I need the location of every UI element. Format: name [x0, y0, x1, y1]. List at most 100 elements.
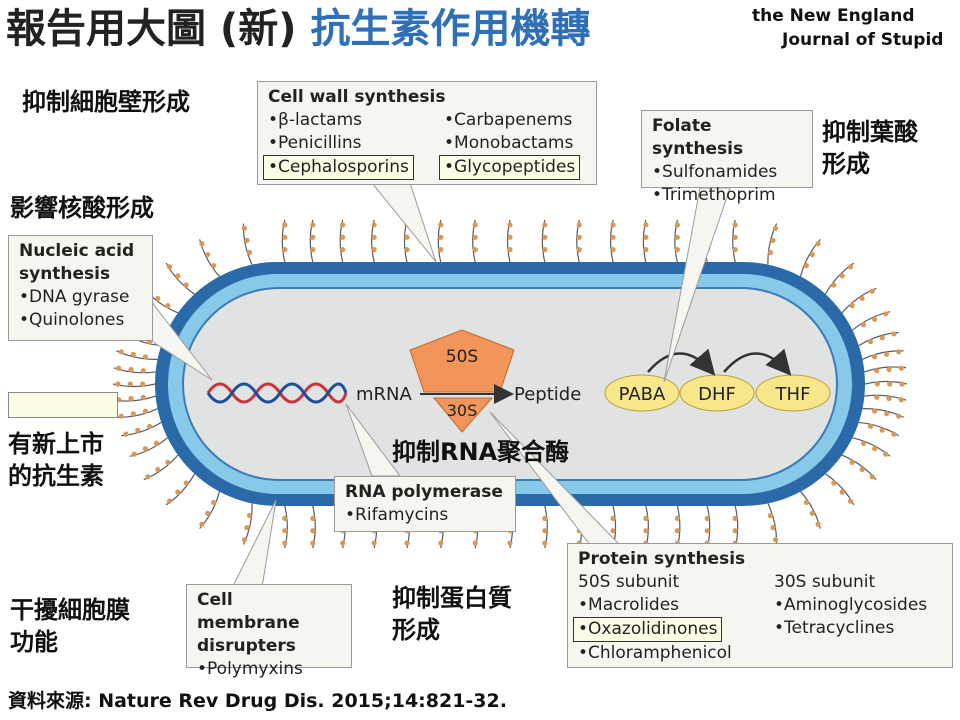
pilus-bead — [166, 264, 173, 270]
rna-polymerase-box: RNA polymerase Rifamycins — [334, 476, 516, 532]
highlighted-item: Glycopeptides — [439, 155, 581, 180]
label-protein-inhibition: 抑制蛋白質 形成 — [392, 582, 512, 646]
pilus-bead — [542, 222, 548, 228]
list-item: Carbapenems — [444, 109, 580, 132]
label-protein-line2: 形成 — [392, 616, 440, 644]
pilus-bead — [118, 413, 124, 419]
pilus-bead — [886, 395, 892, 402]
pilus-bead — [146, 423, 153, 429]
pilus-bead — [115, 381, 121, 387]
pilus-bead — [246, 512, 253, 519]
pilus-bead — [282, 515, 288, 521]
pilus-bead — [770, 237, 776, 243]
pilus-bead — [871, 354, 878, 360]
pilus-bead — [472, 540, 478, 546]
pilus-bead — [282, 234, 288, 240]
pilus-bead — [183, 480, 189, 486]
pilus-bead — [135, 427, 141, 433]
cell-wall-synthesis-box: Cell wall synthesis β-lactams Penicillin… — [257, 81, 597, 185]
pilus-bead — [847, 498, 854, 504]
pilus-bead — [884, 411, 890, 417]
pilus-bead — [130, 411, 136, 417]
pilus-bead — [767, 512, 774, 519]
pilus-bead — [610, 528, 616, 534]
pilus-bead — [839, 489, 845, 495]
pilus-bead — [140, 381, 146, 387]
pilus-bead — [886, 366, 892, 373]
pilus-bead — [883, 311, 889, 317]
pilus-bead — [576, 234, 582, 240]
list-item: Macrolides — [578, 594, 774, 617]
pilus-bead — [674, 234, 680, 240]
pilus-bead — [183, 282, 189, 288]
pilus-bead — [165, 459, 171, 465]
source-citation: 資料來源: Nature Rev Drug Dis. 2015;14:821-3… — [8, 690, 507, 712]
membrane-callout-pointer — [231, 499, 277, 589]
list-item: Quinolones — [19, 309, 142, 332]
pilus-bead — [704, 515, 710, 521]
pilus-bead — [371, 234, 377, 240]
pilus-bead — [770, 525, 776, 531]
paba-label: PABA — [619, 384, 666, 405]
list-item: Aminoglycosides — [774, 594, 927, 617]
pilus-bead — [438, 222, 444, 228]
nucleic-acid-box: Nucleic acid synthesis DNA gyrase Quinol… — [8, 235, 153, 341]
pilus-bead — [140, 394, 146, 400]
pilus-bead — [896, 349, 902, 355]
logo-line1: the New England — [752, 6, 915, 26]
pilus-bead — [472, 222, 478, 228]
label-rna-polymerase-inhibition: 抑制RNA聚合酶 — [392, 438, 570, 466]
pilus-bead — [131, 451, 137, 457]
label-new-antibiotics: 有新上市 的抗生素 — [8, 428, 104, 492]
pilus-bead — [732, 528, 738, 534]
pilus-bead — [404, 234, 410, 240]
pilus-bead — [123, 431, 129, 437]
pilus-bead — [175, 273, 181, 279]
pilus-bead — [282, 222, 288, 228]
pilus-bead — [241, 225, 248, 231]
pilus-bead — [246, 249, 253, 256]
pilus-bead — [896, 413, 902, 419]
pilus-bead — [404, 247, 410, 253]
pilus-bead — [340, 222, 346, 228]
ribosome-50s — [409, 329, 515, 393]
pilus-bead — [643, 528, 649, 534]
pilus-bead — [205, 510, 211, 516]
pilus-bead — [116, 365, 122, 371]
pilus-bead — [732, 247, 738, 253]
mrna-label: mRNA — [356, 384, 413, 405]
pilus-bead — [542, 515, 548, 521]
pilus-bead — [438, 247, 444, 253]
pilus-bead — [340, 247, 346, 253]
pilus-bead — [165, 303, 171, 309]
pilus-bead — [211, 262, 217, 269]
peptide-label: Peptide — [514, 384, 581, 405]
pilus-bead — [542, 234, 548, 240]
pilus-bead — [732, 515, 738, 521]
pilus-bead — [871, 408, 878, 414]
pilus-bead — [142, 354, 149, 360]
pilus-bead — [310, 247, 316, 253]
pilus-bead — [128, 395, 134, 402]
list-item: Penicillins — [268, 132, 444, 155]
list-item: Monobactams — [444, 132, 580, 155]
pilus-bead — [542, 528, 548, 534]
label-membrane-line1: 干擾細胞膜 — [10, 596, 130, 624]
pilus-bead — [860, 322, 867, 328]
50s-subunit-heading: 50S subunit — [578, 572, 680, 592]
pilus-bead — [859, 295, 865, 302]
label-folate-inhibition: 抑制葉酸 形成 — [822, 116, 918, 180]
label-cell-wall-inhibition: 抑制細胞壁形成 — [22, 88, 190, 116]
pilus-bead — [310, 234, 316, 240]
title-part2: 抗生素作用機轉 — [310, 6, 591, 52]
page-title: 報告用大圖 (新) 抗生素作用機轉 — [6, 4, 590, 54]
pilus-bead — [472, 247, 478, 253]
pilus-bead — [438, 540, 444, 546]
pilus-bead — [872, 316, 878, 322]
pilus-bead — [767, 249, 774, 256]
cell-membrane-box: Cell membrane disrupters Polymyxins — [186, 584, 352, 679]
pilus-bead — [507, 234, 513, 240]
pilus-bead — [874, 394, 880, 400]
pilus-bead — [166, 498, 173, 504]
label-protein-line1: 抑制蛋白質 — [392, 584, 512, 612]
